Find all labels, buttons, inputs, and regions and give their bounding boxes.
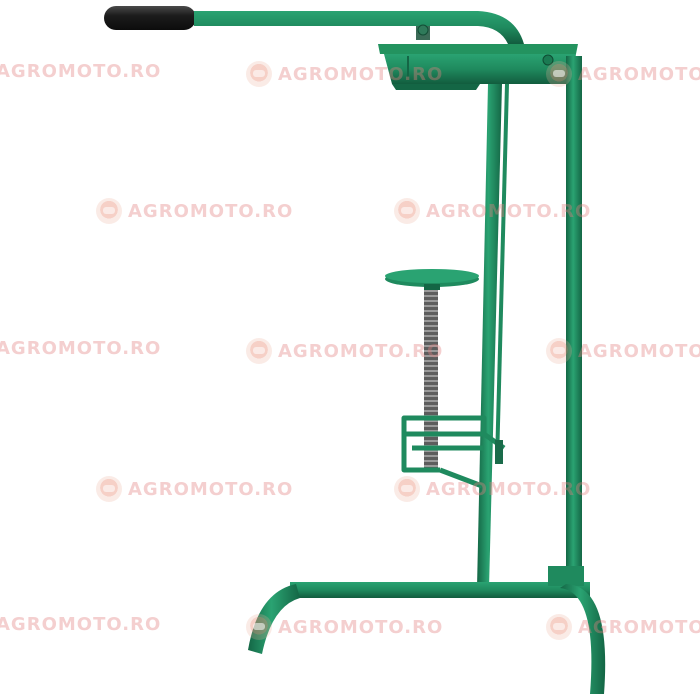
right-foot xyxy=(560,584,606,694)
pull-rod xyxy=(495,83,509,463)
pivot-bolt xyxy=(416,24,430,40)
front-post xyxy=(477,84,502,588)
left-foot xyxy=(248,584,300,654)
bracket-bolt xyxy=(495,440,503,464)
lever-arm xyxy=(194,11,524,44)
top-tray xyxy=(378,44,578,90)
platform-disc xyxy=(385,269,479,290)
lever-handle-grip xyxy=(104,6,196,30)
base-bar xyxy=(290,566,590,598)
rear-post xyxy=(566,56,582,584)
threaded-screw xyxy=(424,290,438,468)
